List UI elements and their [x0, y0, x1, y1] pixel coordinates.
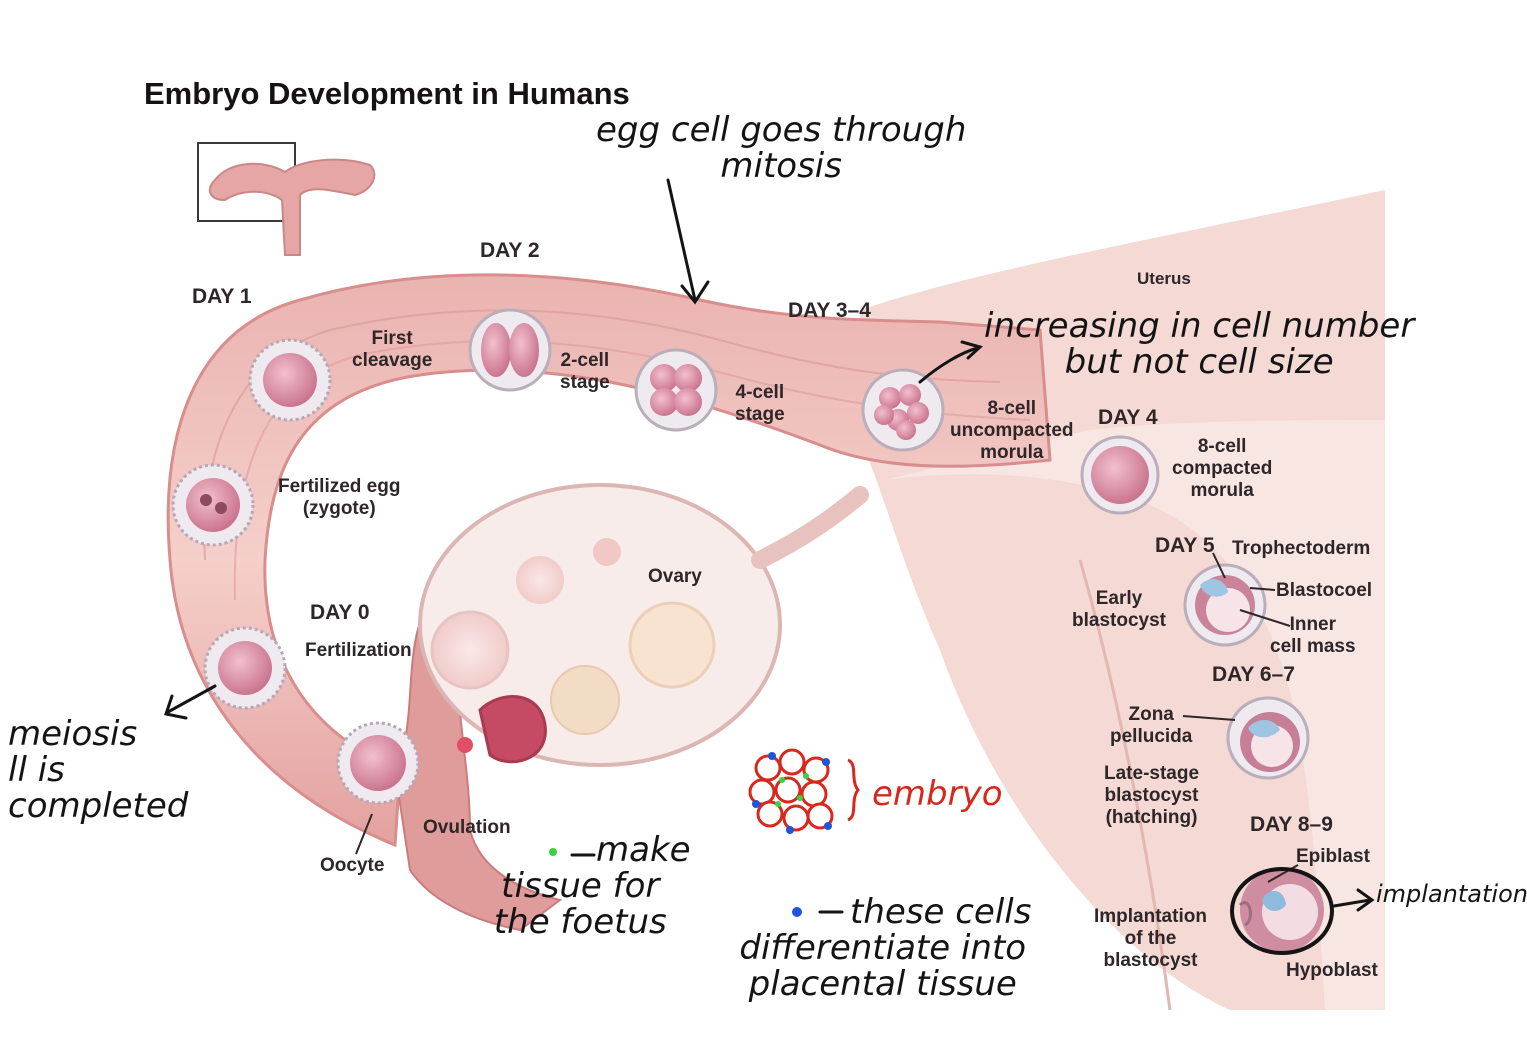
- embryo-brace: [847, 758, 860, 822]
- implantation-of-blastocyst-label: Implantation of the blastocyst: [1094, 906, 1207, 971]
- two-cell-stage-label: 2-cell stage: [560, 350, 610, 393]
- mitosis-arrow-head: [680, 280, 710, 305]
- compacted-morula-label: 8-cell compacted morula: [1172, 436, 1273, 501]
- implantation-circle: [1230, 867, 1334, 955]
- cell-number-arrow-head: [960, 340, 984, 360]
- cell-number-note: increasing in cell number but not cell s…: [984, 306, 1415, 382]
- day-0-label: DAY 0: [310, 601, 370, 624]
- day-2-label: DAY 2: [480, 239, 540, 262]
- day-4-label: DAY 4: [1098, 406, 1158, 429]
- cell-number-arrow: [918, 346, 980, 384]
- implantation-arrow: [1332, 898, 1372, 908]
- late-stage-blastocyst-label: Late-stage blastocyst (hatching): [1104, 763, 1200, 828]
- uterus-inner-lining: [885, 420, 1385, 1010]
- day-5-label: DAY 5: [1155, 534, 1215, 557]
- four-cell-embryo: [634, 348, 718, 432]
- epiblast-label: Epiblast: [1296, 846, 1370, 867]
- compacted-morula: [1080, 435, 1160, 515]
- day-6-7-label: DAY 6–7: [1212, 663, 1295, 686]
- implantation-note: implantation: [1376, 880, 1527, 908]
- mitosis-arrow: [666, 178, 697, 302]
- zona-pellucida-label: Zona pellucida: [1110, 704, 1193, 747]
- zygote-label: Fertilized egg (zygote): [278, 476, 401, 519]
- diagram-title: Embryo Development in Humans: [144, 76, 630, 111]
- fertilized-oocyte: [336, 721, 420, 805]
- implantation-arrow-head: [1356, 888, 1375, 912]
- four-cell-stage-label: 4-cell stage: [735, 382, 785, 425]
- make-tissue-note: make tissue for the foetus: [493, 830, 691, 942]
- ovary-label: Ovary: [648, 566, 702, 587]
- uterus-label: Uterus: [1137, 269, 1191, 288]
- early-blastocyst-label: Early blastocyst: [1072, 588, 1166, 631]
- ovary: [418, 483, 782, 767]
- implanting-blastocyst: [1238, 868, 1324, 952]
- fertilization-cell: [203, 626, 287, 710]
- green-dot-legend: [549, 848, 557, 856]
- day-1-label: DAY 1: [192, 285, 252, 308]
- reproductive-system-thumbnail: [197, 142, 376, 256]
- embryo-note: embryo: [872, 774, 1003, 814]
- hypoblast-label: Hypoblast: [1286, 960, 1378, 981]
- zygote-cell: [171, 463, 255, 547]
- uterus-cavity-edge: [1078, 559, 1172, 1011]
- blastocoel-label: Blastocoel: [1276, 580, 1373, 601]
- first-cleavage-cell: [248, 338, 332, 422]
- uncompacted-morula-label: 8-cell uncompacted morula: [950, 398, 1074, 463]
- ovulation-label: Ovulation: [423, 817, 511, 838]
- inner-cell-mass-label: Inner cell mass: [1270, 614, 1356, 657]
- fertilization-label: Fertilization: [305, 640, 412, 661]
- day-3-4-label: DAY 3–4: [788, 299, 871, 322]
- first-cleavage-label: First cleavage: [352, 328, 433, 371]
- early-blastocyst: [1183, 563, 1267, 647]
- placental-note: these cells differentiate into placental…: [739, 892, 1032, 1004]
- two-cell-embryo: [468, 308, 552, 392]
- uncompacted-morula: [861, 368, 945, 452]
- fallopian-tube: [166, 273, 1052, 848]
- meiosis-arrow-head: [164, 694, 188, 720]
- mitosis-note: egg cell goes through mitosis: [596, 110, 967, 186]
- late-stage-blastocyst: [1226, 696, 1310, 780]
- annotation-ink: [164, 178, 1375, 955]
- blue-dot-legend: [792, 907, 802, 917]
- meiosis-note: meiosis ll is completed: [8, 714, 189, 826]
- meiosis-arrow: [166, 684, 217, 714]
- day-8-9-label: DAY 8–9: [1250, 813, 1333, 836]
- trophectoderm-label: Trophectoderm: [1232, 538, 1371, 559]
- embryo-sketch: [748, 748, 860, 834]
- oocyte-label: Oocyte: [320, 855, 385, 876]
